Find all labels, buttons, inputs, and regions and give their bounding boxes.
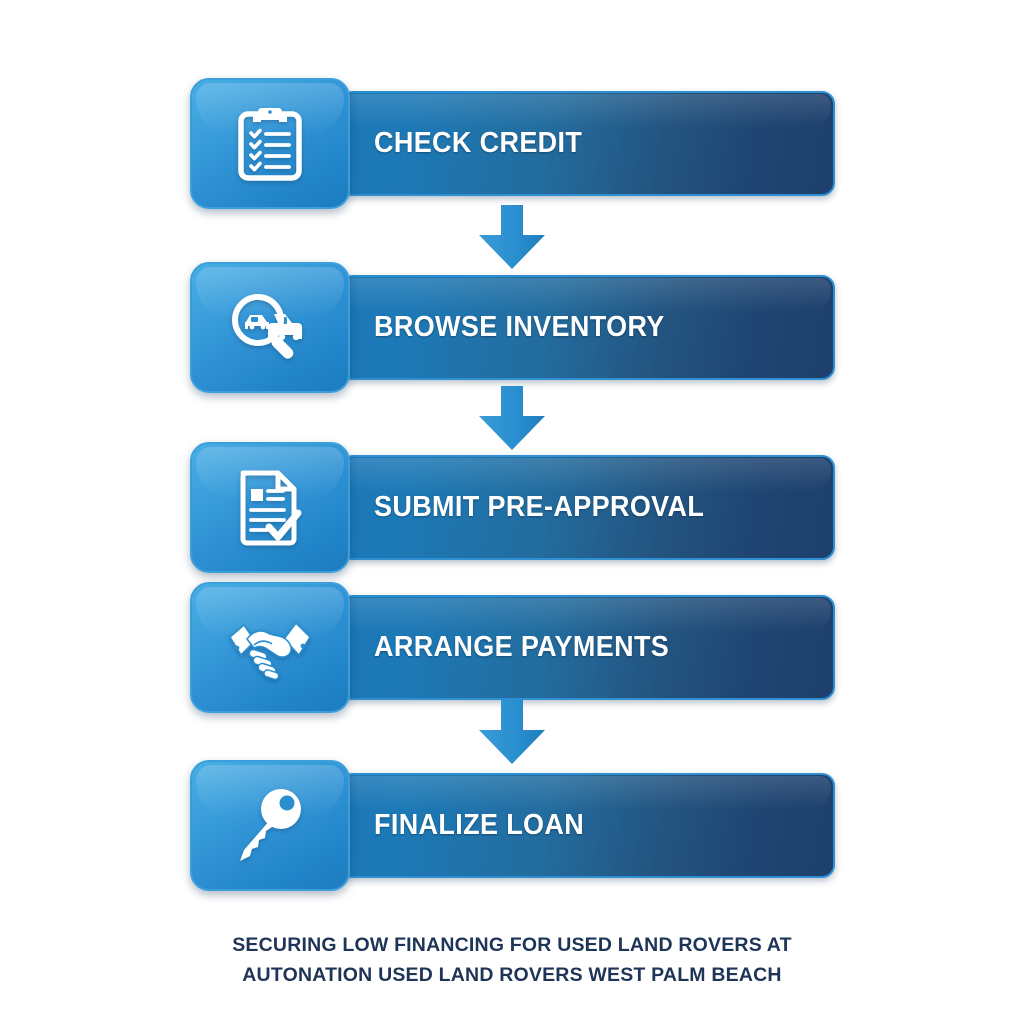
connector-arrow-2: [467, 386, 557, 452]
step-5-icon-tile[interactable]: [190, 760, 350, 891]
infographic-caption: SECURING LOW FINANCING FOR USED LAND ROV…: [0, 930, 1024, 990]
caption-line-2: AUTONATION USED LAND ROVERS WEST PALM BE…: [242, 964, 782, 986]
key-icon: [234, 787, 306, 865]
handshake-icon: [227, 615, 313, 681]
arrow-down-icon: [467, 205, 557, 271]
step-5-bar[interactable]: FINALIZE LOAN: [340, 773, 835, 878]
clipboard-checklist-icon: [237, 106, 303, 182]
arrow-down-icon: [467, 700, 557, 766]
step-1-label: CHECK CREDIT: [374, 127, 583, 159]
document-check-icon: [236, 469, 304, 547]
step-3-bar[interactable]: SUBMIT PRE-APPROVAL: [340, 455, 835, 560]
step-2-icon-tile[interactable]: [190, 262, 350, 393]
step-4-icon-tile[interactable]: [190, 582, 350, 713]
connector-arrow-1: [467, 205, 557, 271]
caption-line-1: SECURING LOW FINANCING FOR USED LAND ROV…: [232, 934, 792, 956]
step-4-label: ARRANGE PAYMENTS: [374, 631, 670, 663]
step-2-bar[interactable]: BROWSE INVENTORY: [340, 275, 835, 380]
step-1-bar[interactable]: CHECK CREDIT: [340, 91, 835, 196]
step-1-icon-tile[interactable]: [190, 78, 350, 209]
car-search-icon: [230, 292, 310, 364]
step-5-label: FINALIZE LOAN: [374, 809, 585, 841]
step-3-icon-tile[interactable]: [190, 442, 350, 573]
arrow-down-icon: [467, 386, 557, 452]
step-3-label: SUBMIT PRE-APPROVAL: [374, 491, 705, 523]
connector-arrow-3: [467, 700, 557, 766]
step-2-label: BROWSE INVENTORY: [374, 311, 665, 343]
step-4-bar[interactable]: ARRANGE PAYMENTS: [340, 595, 835, 700]
